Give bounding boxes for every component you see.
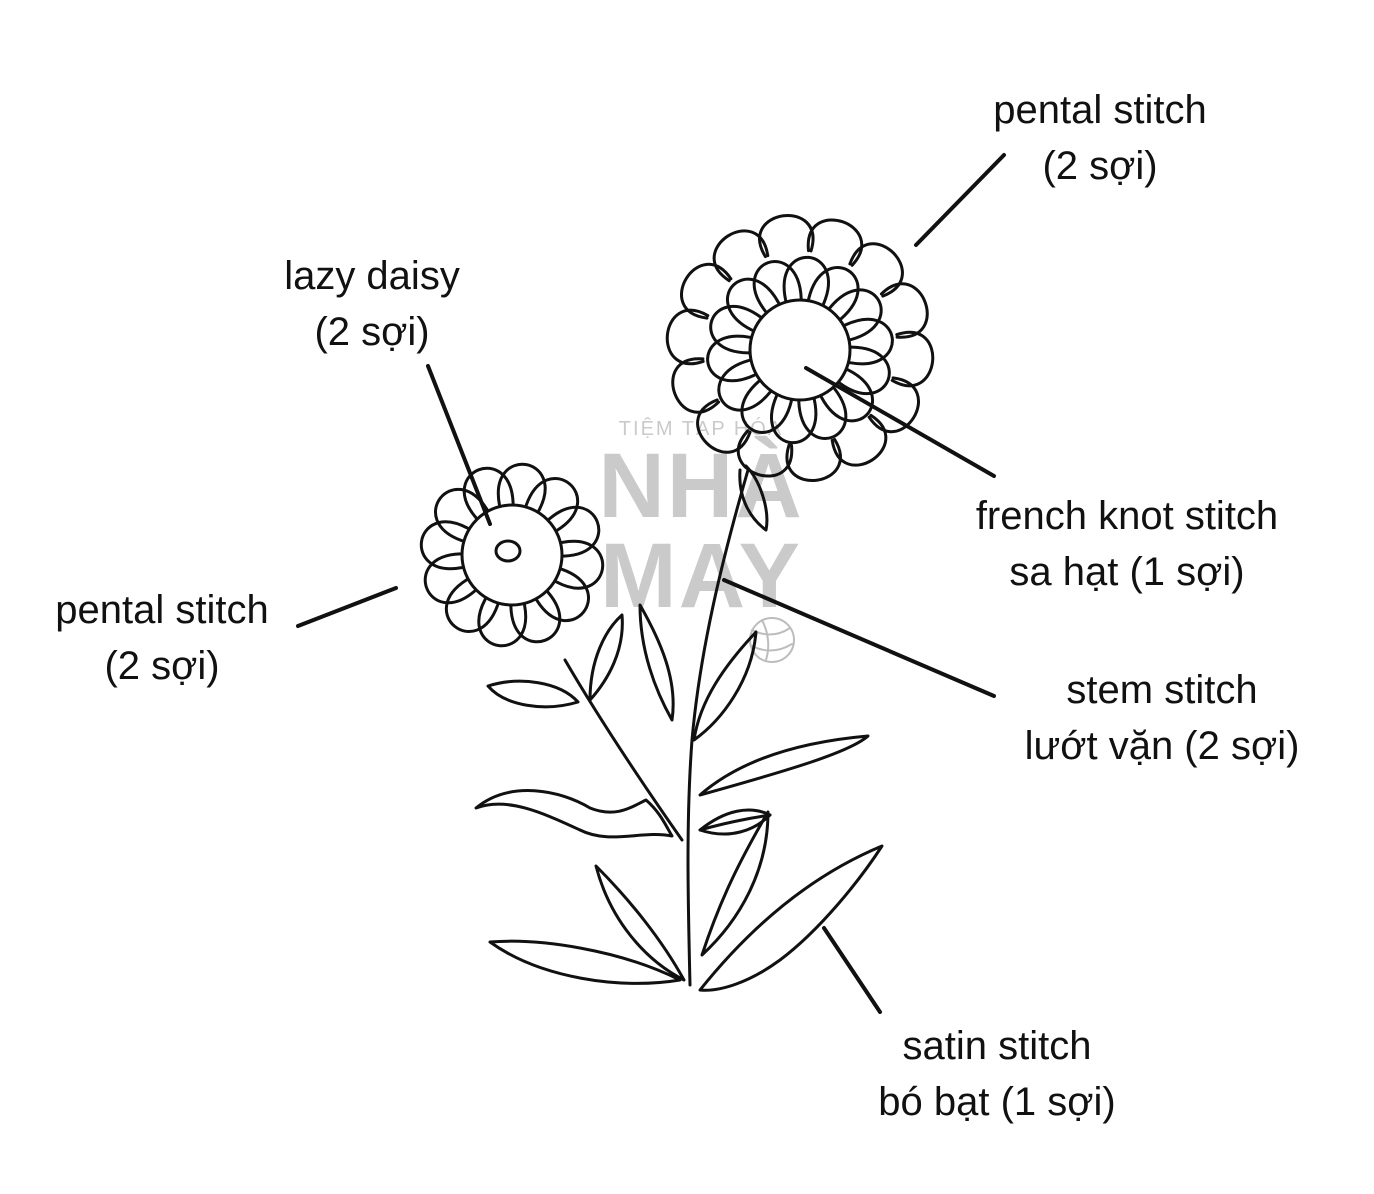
label-line: stem stitch	[1066, 668, 1258, 712]
leader-left	[296, 586, 398, 628]
small-flower-petal	[433, 487, 489, 543]
small-flower-petal	[477, 598, 528, 648]
large-flower-outer-petal	[736, 429, 794, 478]
small-daisy-flower	[419, 462, 605, 648]
large-flower-inner-petal	[770, 394, 818, 445]
small-flower-petal	[462, 466, 515, 520]
small-flower-petal	[496, 462, 547, 512]
large-flower-outer-petal	[785, 437, 842, 482]
large-flower-inner-petal	[740, 379, 793, 434]
watermark-line-3: MAY	[600, 525, 802, 627]
large-flower-outer-petal	[696, 398, 752, 454]
large-flower-outer-petal	[890, 330, 935, 388]
label-line: pental stitch	[55, 588, 269, 632]
label-line: pental stitch	[993, 88, 1207, 132]
label-line: (2 sợi)	[1042, 144, 1158, 188]
large-flower-inner-petal	[828, 288, 883, 342]
label-french-knot-stitch: french knot stitch sa hạt (1 sợi)	[946, 488, 1308, 600]
label-line: (2 sợi)	[104, 644, 220, 688]
small-flower-center-ring	[460, 503, 564, 607]
label-stem-stitch: stem stitch lướt vặn (2 sợi)	[1000, 662, 1324, 774]
watermark-line-1: TIỆM TẠP HÓA	[618, 418, 784, 440]
large-flower-outer-petal	[830, 413, 888, 467]
large-flower-inner-petal	[725, 277, 781, 332]
leader-stem	[722, 578, 996, 698]
label-top-right-pental-stitch: pental stitch (2 sợi)	[970, 82, 1230, 194]
small-flower-petal	[555, 539, 605, 590]
label-lazy-daisy: lazy daisy (2 sợi)	[262, 248, 482, 360]
large-flower-outer-petal	[712, 229, 770, 283]
leader-satin	[822, 926, 882, 1014]
small-flower-petal	[524, 476, 580, 532]
label-line: lazy daisy	[284, 254, 460, 298]
large-chrysanthemum-flower	[665, 214, 935, 482]
large-flower-outer-petal	[665, 308, 710, 366]
small-flower-petal	[419, 520, 469, 571]
large-flower-inner-petal	[843, 317, 894, 366]
small-flower-petal	[509, 590, 562, 644]
leader-lazy-daisy	[426, 364, 492, 526]
large-flower-inner-petal	[797, 387, 848, 440]
small-flower-petal	[535, 567, 591, 623]
large-flower-outer-petal	[848, 242, 904, 298]
large-flower-outer-petal	[867, 376, 921, 434]
small-flower-petal	[444, 578, 500, 634]
label-line: satin stitch	[902, 1024, 1092, 1068]
large-flower-inner-petal	[807, 266, 860, 321]
large-flower-inner-petal	[782, 255, 830, 306]
large-flower-outer-petal	[758, 214, 815, 259]
large-flower-inner-petal	[838, 345, 891, 396]
label-line: french knot stitch	[975, 494, 1279, 538]
label-line: bó bạt (1 sợi)	[878, 1080, 1116, 1124]
flower-stems	[563, 468, 750, 987]
small-flower-petal	[423, 552, 477, 605]
label-line: sa hạt (1 sợi)	[1009, 550, 1245, 594]
large-flower-outer-petal	[679, 262, 733, 320]
large-flower-inner-petal	[752, 260, 803, 313]
small-flower-petal	[547, 505, 601, 558]
large-flower-outer-petal	[879, 282, 929, 339]
small-flower-center-dot	[494, 539, 522, 563]
label-line: lướt vặn (2 sợi)	[1024, 724, 1300, 768]
label-satin-stitch: satin stitch bó bạt (1 sợi)	[852, 1018, 1142, 1130]
large-flower-inner-petal	[819, 368, 875, 423]
label-line: (2 sợi)	[314, 310, 430, 354]
leaves	[474, 464, 884, 992]
leader-french-knot	[804, 366, 996, 478]
leader-lines	[296, 153, 1006, 1014]
label-left-pental-stitch: pental stitch (2 sợi)	[34, 582, 290, 694]
leader-top-right	[914, 153, 1006, 247]
large-flower-outer-petal	[671, 357, 721, 414]
large-flower-inner-petal	[717, 358, 772, 412]
large-flower-outer-petal	[806, 218, 864, 267]
large-flower-center	[748, 298, 852, 402]
large-flower-inner-petal	[709, 304, 762, 355]
large-flower-inner-petal	[706, 334, 757, 383]
